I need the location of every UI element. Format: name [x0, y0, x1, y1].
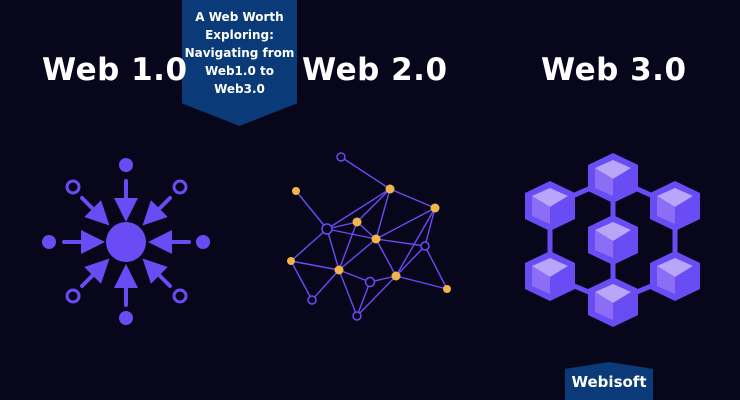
web2-heading: Web 2.0 — [302, 52, 448, 88]
web2-node — [307, 295, 317, 305]
web3-heading: Web 3.0 — [541, 52, 687, 88]
web3-cubes — [525, 153, 700, 327]
web2-node-highlight — [443, 285, 451, 293]
web2-node-highlight — [391, 271, 401, 281]
block-cube-icon — [525, 251, 575, 301]
web1-center-node — [106, 222, 146, 262]
web2-links — [290, 156, 448, 317]
web1-node-top — [119, 158, 133, 172]
banner-line-4: Web1.0 to — [205, 64, 274, 78]
block-cube-icon — [588, 153, 638, 203]
web1-node-right — [196, 235, 210, 249]
web2-node-highlight — [430, 203, 440, 213]
block-cube-icon — [650, 181, 700, 231]
web1-node-top-right — [172, 179, 188, 195]
web2-node-highlight — [334, 265, 344, 275]
banner-line-3: Navigating from — [184, 46, 295, 60]
web1-node-top-left — [65, 179, 81, 195]
web2-nodes — [287, 152, 451, 321]
web2-node — [321, 223, 333, 235]
web1-heading: Web 1.0 — [42, 52, 188, 88]
web2-node — [336, 152, 346, 162]
web1-arrows — [62, 179, 191, 307]
banner-line-1: A Web Worth — [195, 10, 284, 24]
title-banner — [182, 0, 297, 126]
banner-line-5: Web3.0 — [214, 82, 265, 96]
web1-node-bottom-right — [172, 288, 188, 304]
block-cube-icon — [650, 251, 700, 301]
web2-node — [352, 311, 362, 321]
web1-node-bottom — [119, 311, 133, 325]
brand-badge — [565, 362, 653, 400]
block-cube-icon — [588, 277, 638, 327]
web2-node-highlight — [287, 257, 295, 265]
block-cube-icon — [525, 181, 575, 231]
web2-node-highlight — [371, 234, 381, 244]
banner-text: A Web Worth Exploring: Navigating from W… — [182, 8, 297, 98]
brand-name: Webisoft — [571, 373, 647, 391]
web2-node-highlight — [385, 184, 395, 194]
banner-line-2: Exploring: — [205, 28, 274, 42]
web2-node — [420, 241, 430, 251]
web1-node-left — [42, 235, 56, 249]
web2-node — [364, 276, 376, 288]
web2-node-highlight — [352, 217, 362, 227]
web1-node-bottom-left — [65, 288, 81, 304]
web2-node-highlight — [292, 187, 300, 195]
block-cube-icon — [588, 215, 638, 265]
